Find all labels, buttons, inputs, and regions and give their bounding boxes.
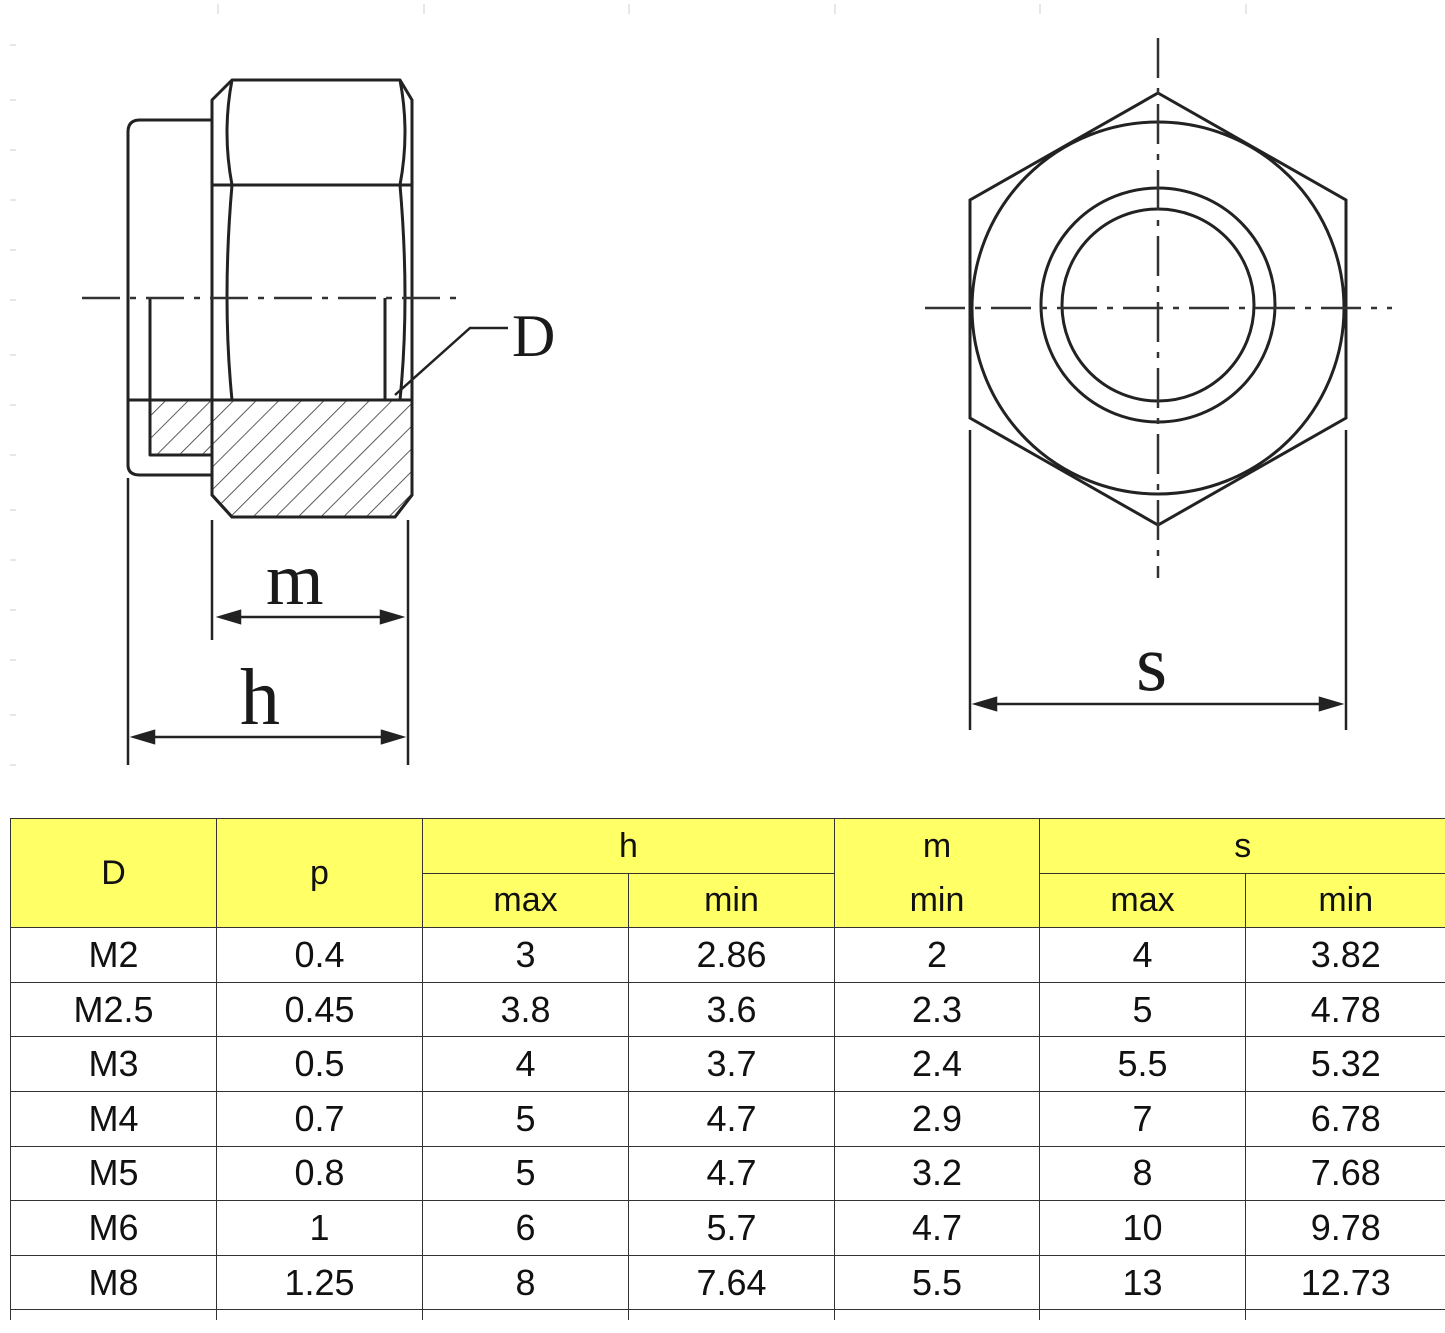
cell-s-min: 6.78	[1245, 1090, 1445, 1147]
table-row: M6 1 6 5.7 4.7 10 9.78	[10, 1200, 1445, 1256]
header-d: D	[10, 817, 217, 929]
cell-p: 0.45	[216, 981, 423, 1038]
cell-m-min: 2	[834, 927, 1041, 983]
label-s: s	[1136, 620, 1167, 708]
label-m: m	[266, 539, 324, 621]
cell-h-min: 3.6	[627, 981, 836, 1038]
cell-m-min: 4.7	[834, 1200, 1041, 1256]
header-h: h	[421, 818, 836, 874]
cell-p: 1.25	[216, 1254, 423, 1311]
cell-s-max: 5	[1039, 981, 1247, 1038]
table-row: M8 1.25 8 7.64 5.5 13 12.73	[10, 1254, 1445, 1311]
nut-technical-drawing: D m h s	[10, 4, 1392, 766]
header-s-min: min	[1245, 872, 1445, 929]
dimension-spec-table: D p h m s max min min max min M2 0.4 3 2…	[10, 817, 1445, 1321]
cell-m-min: 5.5	[834, 1254, 1041, 1311]
cell-h-min: 5.7	[627, 1200, 836, 1256]
header-h-min: min	[627, 872, 836, 929]
cell-blank	[834, 1309, 1041, 1321]
cell-blank	[1039, 1309, 1247, 1321]
table-row: M4 0.7 5 4.7 2.9 7 6.78	[10, 1090, 1445, 1147]
cell-blank	[422, 1309, 629, 1321]
label-d: D	[512, 303, 555, 369]
cell-s-max: 5.5	[1039, 1036, 1247, 1092]
cell-d: M5	[10, 1145, 217, 1202]
cell-d: M3	[10, 1036, 217, 1092]
ruler-ticks	[10, 4, 1247, 766]
cell-h-min: 2.86	[627, 927, 836, 983]
label-h: h	[240, 654, 280, 742]
cell-d: M8	[10, 1254, 217, 1311]
cell-blank	[10, 1309, 217, 1321]
cell-p: 0.8	[216, 1145, 423, 1202]
header-m: m	[834, 818, 1041, 874]
cell-d: M6	[10, 1200, 217, 1256]
cell-h-max: 3	[422, 927, 629, 983]
cell-h-max: 5	[422, 1145, 629, 1202]
header-m-min: min	[834, 873, 1041, 929]
cell-s-min: 7.68	[1245, 1145, 1445, 1202]
cell-s-max: 13	[1039, 1254, 1247, 1311]
cell-s-max: 7	[1039, 1090, 1247, 1147]
header-s-max: max	[1039, 872, 1247, 929]
cell-m-min: 2.9	[834, 1090, 1041, 1147]
cell-h-min: 7.64	[627, 1254, 836, 1311]
table-row: M5 0.8 5 4.7 3.2 8 7.68	[10, 1145, 1445, 1202]
cell-s-max: 10	[1039, 1200, 1247, 1256]
cell-s-min: 5.32	[1245, 1036, 1445, 1092]
dim-h	[126, 478, 410, 765]
table-row: M2.5 0.45 3.8 3.6 2.3 5 4.78	[10, 981, 1445, 1038]
top-center-lines	[925, 38, 1392, 578]
table-row: M3 0.5 4 3.7 2.4 5.5 5.32	[10, 1036, 1445, 1092]
d-leader-line	[394, 326, 508, 396]
cell-p: 0.7	[216, 1090, 423, 1147]
header-h-max: max	[422, 872, 629, 929]
cell-h-min: 4.7	[627, 1145, 836, 1202]
cell-p: 1	[216, 1200, 423, 1256]
cell-s-min: 12.73	[1245, 1254, 1445, 1311]
cell-m-min: 2.3	[834, 981, 1041, 1038]
dim-m	[210, 520, 410, 640]
cell-m-min: 2.4	[834, 1036, 1041, 1092]
cell-h-min: 3.7	[627, 1036, 836, 1092]
cell-s-max: 8	[1039, 1145, 1247, 1202]
cell-blank	[216, 1309, 423, 1321]
cell-p: 0.5	[216, 1036, 423, 1092]
cell-h-max: 3.8	[422, 981, 629, 1038]
cell-h-min: 4.7	[627, 1090, 836, 1147]
cell-blank	[627, 1309, 836, 1321]
dim-s	[968, 430, 1348, 730]
cell-h-max: 5	[422, 1090, 629, 1147]
table-row-partial	[10, 1309, 1445, 1321]
cell-m-min: 3.2	[834, 1145, 1041, 1202]
section-hatch-insert	[128, 399, 213, 456]
cell-d: M2	[10, 927, 217, 983]
cell-s-min: 3.82	[1245, 927, 1445, 983]
section-hatch-nut	[210, 398, 414, 519]
cell-d: M2.5	[10, 981, 217, 1038]
header-s: s	[1039, 818, 1445, 874]
cell-s-min: 4.78	[1245, 981, 1445, 1038]
cell-p: 0.4	[216, 927, 423, 983]
cell-blank	[1245, 1309, 1445, 1321]
cell-s-min: 9.78	[1245, 1200, 1445, 1256]
cell-s-max: 4	[1039, 927, 1247, 983]
cell-h-max: 8	[422, 1254, 629, 1311]
cell-d: M4	[10, 1090, 217, 1147]
header-p: p	[216, 817, 423, 929]
cell-h-max: 4	[422, 1036, 629, 1092]
table-row: M2 0.4 3 2.86 2 4 3.82	[10, 927, 1445, 983]
cell-h-max: 6	[422, 1200, 629, 1256]
